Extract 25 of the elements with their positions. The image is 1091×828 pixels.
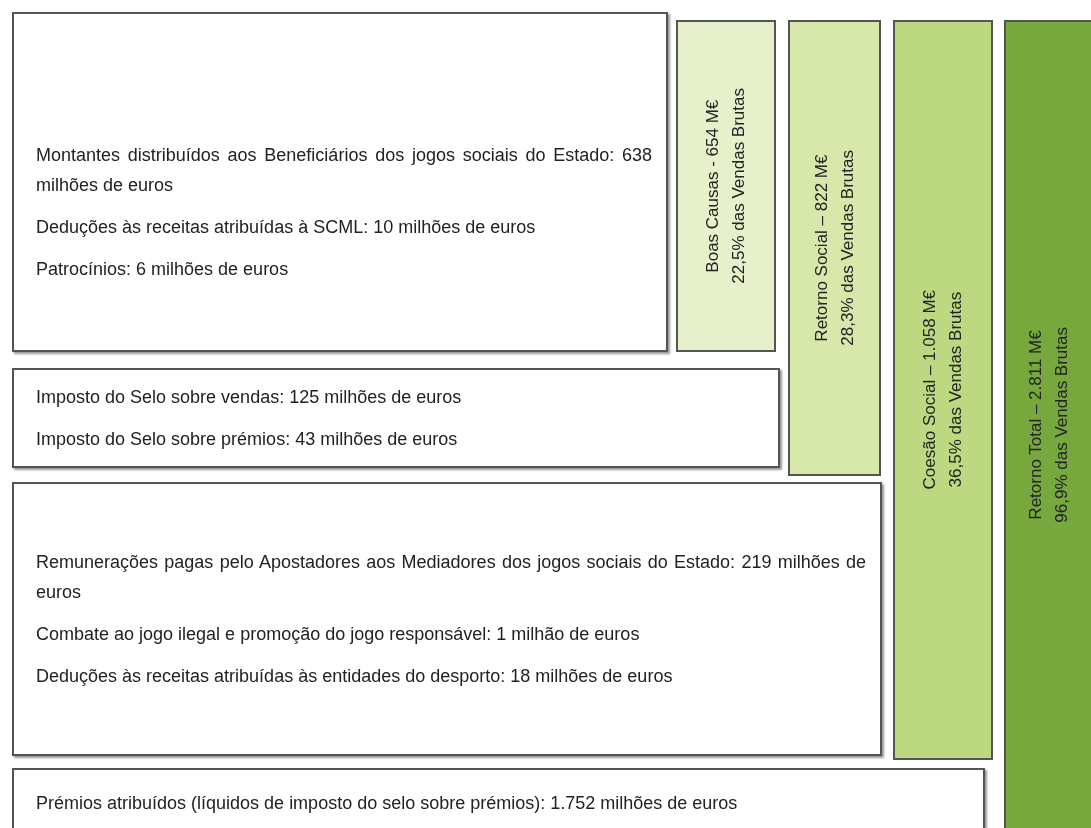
bar-label: 96,9% das Vendas Brutas [1051, 327, 1072, 523]
bar-label: Coesão Social – 1.058 M€ [919, 290, 940, 490]
info-panel [12, 482, 882, 756]
bar-label: 28,3% das Vendas Brutas [836, 150, 858, 346]
total-bar [676, 20, 776, 352]
total-bar [1004, 20, 1091, 828]
bar-label: Boas Causas - 654 M€ [702, 99, 723, 273]
text-paragraph: Deduções às receitas atribuídas à SCML: 10 milhões de euros [36, 216, 537, 239]
info-panel [12, 768, 985, 828]
bar-label: Retorno Total – 2.811 M€ [1025, 330, 1046, 520]
text-paragraph: Montantes distribuídos aos Beneficiários dos jogos sociais do Estado: 638 milhões de euros [36, 144, 652, 197]
text-paragraph: Combate ao jogo ilegal e promoção do jogo responsável: 1 milhão de euros [36, 623, 641, 646]
text-paragraph: Imposto do Selo sobre prémios: 43 milhões de euros [36, 428, 459, 451]
bar-label: 36,5% das Vendas Brutas [945, 292, 966, 488]
bar-label: 22,5% das Vendas Brutas [728, 88, 749, 284]
text-paragraph: Deduções às receitas atribuídas às entidades do desporto: 18 milhões de euros [36, 665, 674, 688]
total-bar [893, 20, 993, 760]
text-paragraph: Prémios atribuídos (líquidos de imposto do selo sobre prémios): 1.752 milhões de euros [36, 792, 739, 815]
bar-label: Retorno Social – 822 M€ [810, 154, 832, 342]
text-paragraph: Imposto do Selo sobre vendas: 125 milhões de euros [36, 386, 463, 409]
info-panel [12, 368, 780, 468]
text-paragraph: Patrocínios: 6 milhões de euros [36, 258, 290, 281]
total-bar [788, 20, 881, 476]
info-panel [12, 12, 668, 352]
text-paragraph: Remunerações pagas pelo Apostadores aos Mediadores dos jogos sociais do Estado: 219 milhões de euros [36, 551, 866, 604]
